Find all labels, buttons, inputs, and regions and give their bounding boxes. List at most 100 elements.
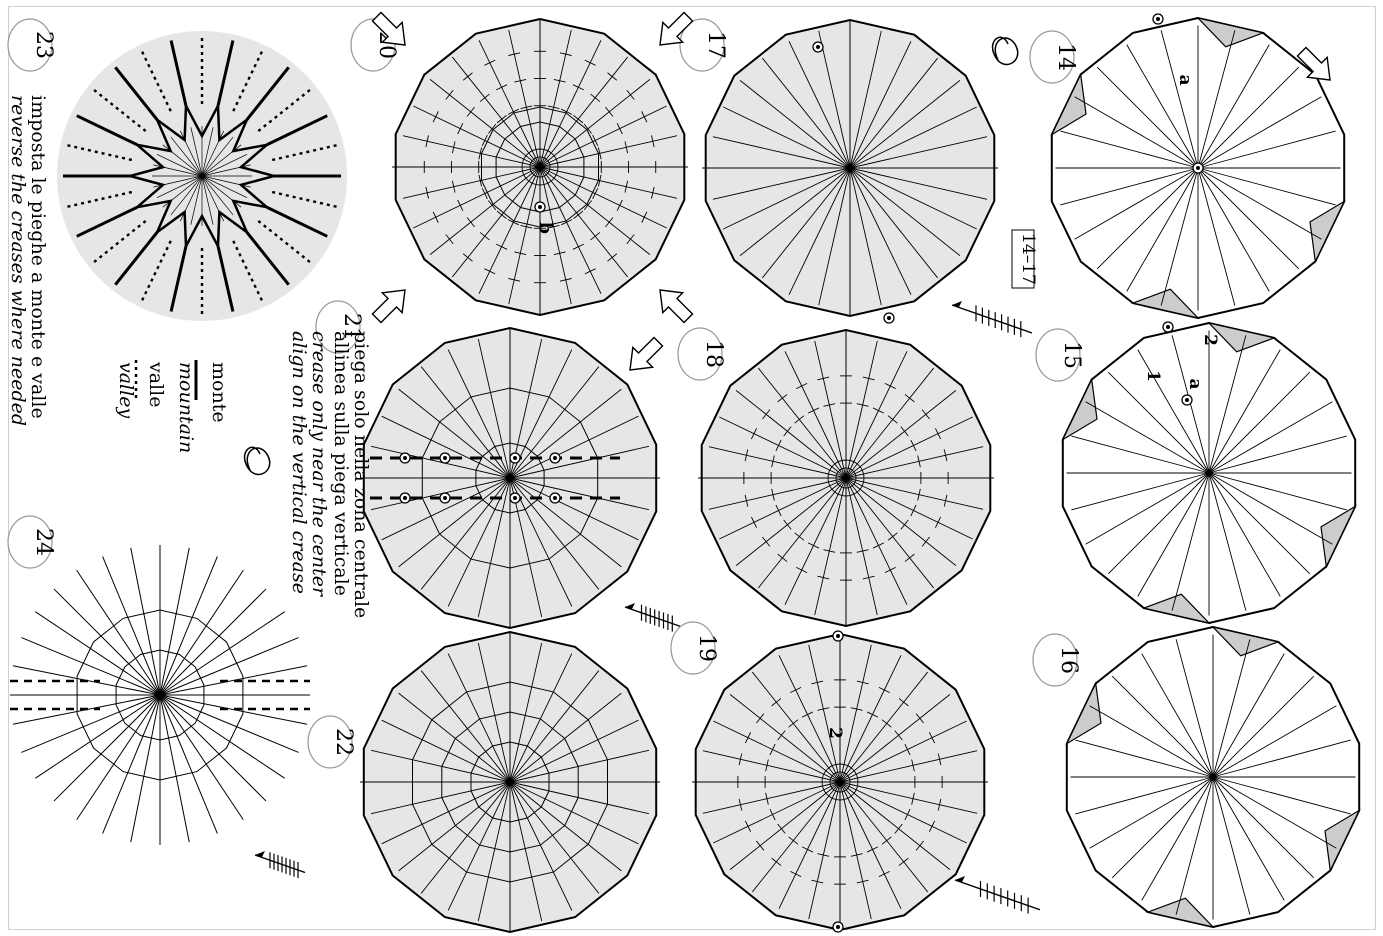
point-center: [403, 456, 407, 460]
pull-arrow: [367, 280, 415, 328]
step-badge-24: 24: [8, 516, 56, 568]
point-center: [1156, 17, 1160, 21]
feather-shaft: [952, 305, 1032, 333]
arrow-shape: [620, 332, 668, 380]
crease-line: [54, 695, 160, 801]
point-label-1: 1: [1143, 370, 1163, 382]
crease-line: [160, 638, 299, 695]
reference-point: [510, 493, 520, 503]
crease-line: [103, 556, 160, 695]
radial-creases: [1071, 635, 1356, 920]
step-number: 19: [694, 634, 719, 662]
diagram-step-16: [1067, 627, 1359, 927]
radial-creases: [1067, 331, 1352, 616]
diagram-step-20: [392, 19, 688, 315]
repeat-box-label: 14–17: [1018, 233, 1038, 285]
step-badge-18: 18: [678, 328, 726, 380]
diagram-step-17: [702, 20, 998, 316]
crease-line: [21, 695, 160, 752]
step-number: 14: [1053, 43, 1078, 71]
radial-creases: [10, 545, 310, 845]
caption-step21-en-1: crease only near the center: [308, 331, 330, 598]
step-badge-14: 14: [1030, 31, 1078, 83]
step-badge-19: 19: [671, 622, 719, 674]
point-label-a: a: [1185, 378, 1205, 389]
step-number: 16: [1056, 646, 1081, 674]
crease-line: [103, 695, 160, 834]
step-badge-16: 16: [1033, 634, 1081, 686]
reference-point: [440, 453, 450, 463]
step-badge-15: 15: [1036, 329, 1084, 381]
point-top-15: [1163, 322, 1173, 332]
reference-point: [400, 493, 410, 503]
step-number: 23: [31, 31, 56, 59]
diagram-step-19: [692, 634, 988, 930]
point-top-19: [833, 631, 843, 641]
caption-step21-en-2: align on the vertical crease: [288, 331, 310, 594]
repeat-arrow: [625, 603, 680, 632]
step-number: 18: [701, 340, 726, 368]
crease-line: [54, 589, 160, 695]
caption-step21-it-2: allinea sulla piega verticale: [330, 331, 352, 596]
point-center: [443, 456, 447, 460]
repeat-arrow: [955, 876, 1040, 914]
reference-point: [510, 453, 520, 463]
point-center: [816, 45, 820, 49]
step-number: 22: [331, 728, 356, 756]
reference-point: [400, 453, 410, 463]
legend-mountain-it: monte: [208, 362, 230, 423]
reference-point: [550, 493, 560, 503]
step-number: 17: [703, 31, 728, 59]
reference-point: [440, 493, 450, 503]
point-center: [836, 634, 840, 638]
pull-arrow: [650, 280, 698, 328]
diagram-step-18: [698, 330, 994, 626]
crease-line: [160, 589, 266, 695]
diagram-step-21: [360, 328, 660, 628]
point-bottom-19: [833, 922, 843, 932]
point-center: [1185, 398, 1189, 402]
point-center: [513, 496, 517, 500]
point-center: [553, 496, 557, 500]
diagram-step-15: [1063, 323, 1355, 623]
caption-step23-en: reverse the creases where needed: [7, 95, 29, 426]
fold-legend: monte mountain valle valley: [115, 360, 230, 453]
point-center: [553, 456, 557, 460]
point-b-20: [535, 202, 545, 212]
reference-point: [550, 453, 560, 463]
flip-symbol: [993, 37, 1018, 64]
crease-line: [160, 695, 266, 801]
point-label-b: b: [535, 222, 555, 234]
feather-shaft: [955, 880, 1040, 910]
step-badge-23: 23: [8, 19, 56, 71]
crease-line: [160, 556, 217, 695]
step-number: 24: [31, 528, 56, 556]
diagram-step-23: [57, 31, 347, 321]
caption-step21-it-1: piega solo nella zona centrale: [350, 331, 372, 618]
flip-symbol: [245, 447, 270, 474]
turn-arrow: [620, 332, 668, 380]
point-top-14: [1153, 14, 1163, 24]
repeat-box: 14–17: [1012, 230, 1038, 288]
repeat-arrow: [255, 851, 305, 878]
point-label-2: 2: [825, 727, 845, 739]
point-center: [887, 316, 891, 320]
point-center: [836, 925, 840, 929]
repeat-arrow: [952, 301, 1032, 337]
step-number: 15: [1059, 341, 1084, 369]
point-center: [538, 205, 542, 209]
legend-valley-it: valle: [145, 361, 167, 407]
caption-step23-it: imposta le pieghe a monte e valle: [27, 95, 49, 419]
diagram-step-24: [10, 545, 310, 845]
arrow-shape: [367, 280, 415, 328]
point-center: [403, 496, 407, 500]
legend-valley-en: valley: [115, 362, 137, 418]
point-a-15: [1182, 395, 1192, 405]
arrow-shape: [650, 280, 698, 328]
crease-line: [160, 695, 299, 752]
point-center: [1196, 166, 1200, 170]
legend-mountain-en: mountain: [175, 362, 197, 453]
point-top-17: [813, 42, 823, 52]
